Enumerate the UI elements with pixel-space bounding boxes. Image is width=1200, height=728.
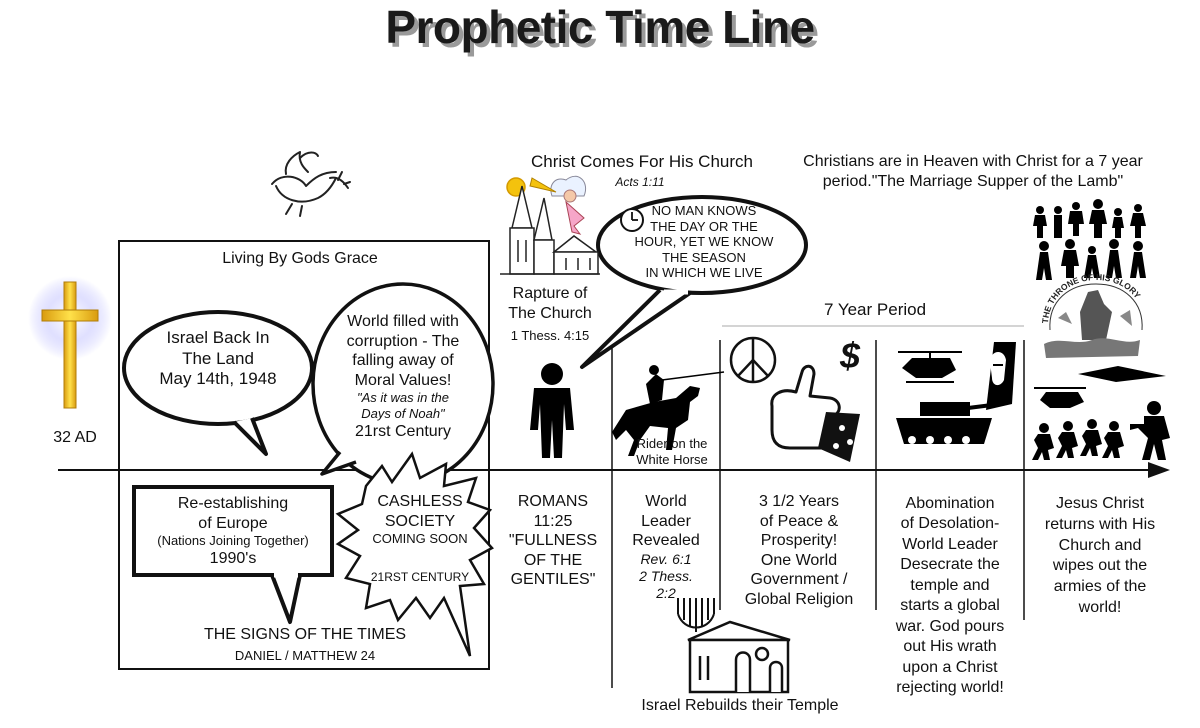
grace-box bbox=[118, 240, 490, 670]
world-leader-column: World Leader Revealed Rev. 6:1 2 Thess. … bbox=[632, 493, 700, 601]
horse-rider-icon bbox=[612, 365, 725, 456]
temple-caption: Israel Rebuilds their Temple bbox=[641, 697, 839, 714]
timeline-arrow bbox=[1148, 462, 1170, 478]
israel-speech-bubble bbox=[122, 310, 314, 456]
cashless-text: CASHLESS SOCIETY COMING SOON bbox=[372, 493, 468, 547]
thumbs-up-icon bbox=[770, 364, 860, 462]
aircraft-icon bbox=[1034, 366, 1166, 408]
christ-comes-title: Christ Comes For His Church bbox=[531, 152, 753, 171]
dove-icon bbox=[271, 151, 351, 217]
helicopter-icon bbox=[898, 351, 962, 383]
cashless-century: 21RST CENTURY bbox=[370, 570, 470, 584]
soldiers-icon bbox=[1032, 401, 1170, 460]
peace-sign-icon bbox=[729, 336, 777, 384]
menorah-icon bbox=[677, 598, 715, 632]
start-date-label: 32 AD bbox=[53, 429, 97, 446]
church-icon bbox=[500, 177, 600, 275]
world-leader-portrait-icon bbox=[986, 342, 1016, 410]
seven-year-label: 7 Year Period bbox=[823, 300, 927, 319]
grace-label: Living By Gods Grace bbox=[222, 250, 378, 267]
person-icon bbox=[530, 363, 574, 458]
clock-icon bbox=[620, 208, 644, 232]
page-title: Prophetic Time Line bbox=[385, 1, 815, 53]
angel-icon bbox=[529, 175, 586, 235]
cross-icon bbox=[28, 276, 112, 409]
throne-of-glory-icon bbox=[1044, 283, 1143, 358]
cashless-starburst bbox=[335, 451, 494, 657]
corruption-speech-bubble bbox=[311, 282, 495, 486]
europe-box bbox=[132, 485, 334, 624]
heaven-caption: Christians are in Heaven with Christ for… bbox=[803, 153, 1143, 190]
tank-icon bbox=[896, 402, 1001, 444]
acts-ref: Acts 1:11 bbox=[615, 175, 665, 189]
temple-icon bbox=[687, 620, 791, 694]
signs-of-times: THE SIGNS OF THE TIMES bbox=[203, 626, 407, 643]
crowd-icon bbox=[1033, 199, 1146, 280]
daniel-matthew-ref: DANIEL / MATTHEW 24 bbox=[234, 648, 376, 663]
europe-box-text: Re-establishing of Europe (Nations Joini… bbox=[157, 495, 309, 567]
thess-ref: 1 Thess. 4:15 bbox=[510, 328, 590, 343]
corruption-bubble-text: World filled with corruption - The falli… bbox=[346, 313, 460, 440]
no-man-knows-bubble bbox=[580, 195, 808, 369]
dollar-sign-icon: $ bbox=[839, 335, 861, 376]
